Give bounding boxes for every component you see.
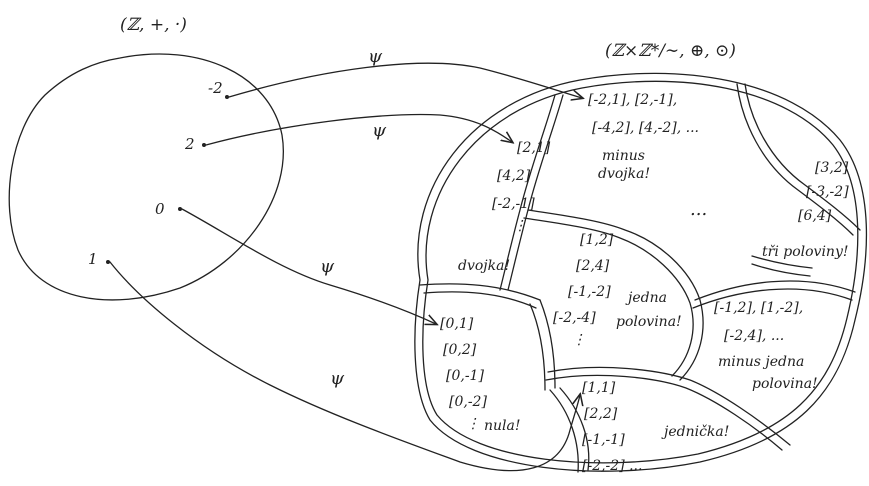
mapping-labels: ψ ψ ψ ψ — [320, 46, 387, 389]
mapping-arrows — [109, 62, 582, 472]
right-set-outline — [414, 72, 868, 472]
jedna-polovina-item-2: [2,4] — [576, 258, 610, 274]
partition-walls — [419, 83, 861, 473]
minus-dvojka-items-line1: [-2,1], [2,-1], — [588, 92, 677, 108]
jednicka-name: jednička! — [661, 424, 729, 440]
jednicka-item-4: [-2,-2] ... — [582, 458, 642, 474]
jedna-polovina-item-4: [-2,-4] — [553, 310, 596, 326]
minus-jedna-polovina-name-line1: minus jedna — [718, 354, 804, 370]
arrow-two — [205, 113, 512, 146]
tri-poloviny-item-1: [3,2] — [815, 160, 849, 176]
minus-jedna-polovina-items-line1: [-1,2], [1,-2], — [714, 300, 803, 316]
tri-poloviny-item-2: [-3,-2] — [806, 184, 849, 200]
arrow-one — [109, 261, 580, 472]
element-two: 2 — [184, 135, 195, 153]
dvojka-item-4: ⋮ — [513, 218, 527, 234]
jednicka-item-1: [1,1] — [582, 380, 616, 396]
region-jednicka: [1,1] [2,2] [-1,-1] [-2,-2] ... jednička… — [582, 380, 729, 474]
jedna-polovina-name-line1: jedna — [625, 290, 667, 306]
element-zero-dot — [178, 207, 182, 211]
element-minus-two-dot — [225, 95, 229, 99]
tri-poloviny-name: tři poloviny! — [762, 244, 848, 260]
region-minus-jedna-polovina: [-1,2], [1,-2], [-2,4], ... minus jedna … — [714, 300, 818, 392]
jedna-polovina-name-line2: polovina! — [616, 314, 682, 330]
nula-item-2: [0,2] — [443, 342, 477, 358]
jedna-polovina-item-3: [-1,-2] — [568, 284, 611, 300]
jednicka-item-2: [2,2] — [584, 406, 618, 422]
element-zero: 0 — [155, 200, 165, 218]
region-tri-poloviny: [3,2] [-3,-2] [6,4] tři poloviny! — [762, 160, 849, 260]
minus-jedna-polovina-items-line2: [-2,4], ... — [724, 328, 784, 344]
minus-jedna-polovina-name-line2: polovina! — [752, 376, 818, 392]
jedna-polovina-item-1: [1,2] — [580, 232, 614, 248]
psi-label-4: ψ — [330, 368, 345, 389]
center-ellipsis: ... — [690, 199, 707, 220]
dvojka-item-1: [2,1] — [517, 140, 551, 156]
element-two-dot — [202, 143, 206, 147]
arrow-minus-two — [228, 62, 582, 98]
nula-name: nula! — [484, 418, 520, 434]
left-set-outline — [8, 53, 284, 301]
region-dvojka: [2,1] [4,2] [-2,-1] ⋮ dvojka! — [458, 140, 551, 274]
minus-dvojka-name-line1: minus — [602, 148, 645, 164]
region-jedna-polovina: [1,2] [2,4] [-1,-2] [-2,-4] ⋮ jedna polo… — [553, 232, 682, 348]
element-one: 1 — [88, 250, 98, 268]
minus-dvojka-name-line2: dvojka! — [598, 166, 650, 182]
dvojka-item-2: [4,2] — [497, 168, 531, 184]
left-set-label: (ℤ, +, ·) — [120, 15, 187, 35]
jedna-polovina-item-5: ⋮ — [572, 332, 586, 348]
dvojka-name: dvojka! — [458, 258, 510, 274]
psi-label-1: ψ — [368, 46, 383, 67]
dvojka-item-3: [-2,-1] — [492, 196, 535, 212]
element-minus-two: -2 — [208, 79, 223, 97]
minus-dvojka-items-line2: [-4,2], [4,-2], ... — [592, 120, 699, 136]
region-minus-dvojka: [-2,1], [2,-1], [-4,2], [4,-2], ... minu… — [588, 92, 699, 182]
nula-item-4: [0,-2] — [449, 394, 487, 410]
nula-item-5: ⋮ — [466, 416, 480, 432]
psi-label-3: ψ — [320, 256, 335, 277]
psi-label-2: ψ — [372, 120, 387, 141]
right-set-label: (ℤ×ℤ*/∼, ⊕, ⊙) — [605, 41, 736, 61]
element-one-dot — [106, 260, 110, 264]
nula-item-1: [0,1] — [440, 316, 474, 332]
jednicka-item-3: [-1,-1] — [582, 432, 625, 448]
left-elements: -2 2 0 1 — [88, 79, 229, 268]
tri-poloviny-item-3: [6,4] — [798, 208, 832, 224]
region-nula: [0,1] [0,2] [0,-1] [0,-2] ⋮ nula! — [440, 316, 520, 434]
nula-item-3: [0,-1] — [446, 368, 484, 384]
arrow-zero — [181, 208, 436, 324]
